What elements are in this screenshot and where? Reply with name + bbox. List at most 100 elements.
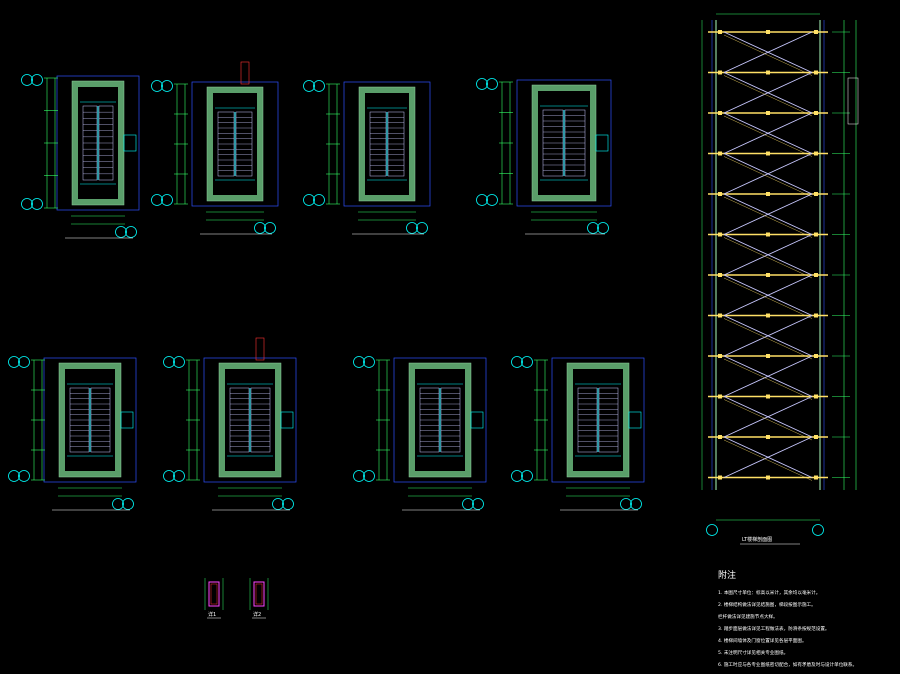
slab-node bbox=[766, 475, 770, 480]
detail-column bbox=[253, 581, 265, 607]
plan-wall bbox=[72, 81, 124, 205]
axis-bubble-right bbox=[597, 222, 609, 234]
axis-bubble-top bbox=[303, 80, 315, 92]
axis-bubble-bottom bbox=[353, 470, 365, 482]
axis-bubble-right bbox=[472, 498, 484, 510]
stair-flight-down bbox=[723, 31, 813, 73]
handrail bbox=[723, 237, 813, 279]
door-opening-mark bbox=[470, 411, 484, 429]
axis-bubble-top bbox=[363, 356, 375, 368]
slab-node bbox=[718, 232, 722, 237]
stair-flight-down bbox=[723, 193, 813, 235]
detail-rebar bbox=[210, 583, 218, 605]
plan-grid-frame bbox=[516, 79, 612, 207]
axis-bubble-right bbox=[630, 498, 642, 510]
door-opening-mark bbox=[595, 134, 609, 152]
slab-node bbox=[718, 111, 722, 115]
stair-flight-down bbox=[723, 153, 813, 195]
handrail bbox=[723, 75, 813, 117]
stair-plan-2 bbox=[151, 61, 279, 235]
axis-bubble-bottom bbox=[173, 470, 185, 482]
slab-node bbox=[718, 151, 722, 156]
plan-wall bbox=[409, 363, 471, 477]
slab-node bbox=[718, 273, 722, 277]
handrail bbox=[723, 439, 813, 481]
axis-bubble-right bbox=[254, 222, 266, 234]
axis-bubble-top bbox=[151, 80, 163, 92]
note-item: 5. 未注明尺寸详见相关专业图纸。 bbox=[718, 649, 788, 656]
axis-bubble-right bbox=[272, 498, 284, 510]
slab-node bbox=[766, 111, 770, 115]
axis-bubble-right bbox=[112, 498, 124, 510]
handrail bbox=[723, 156, 813, 198]
axis-bubble-right bbox=[264, 222, 276, 234]
axis-bubble-top bbox=[163, 356, 175, 368]
axis-bubble-right bbox=[282, 498, 294, 510]
stair-flight-down bbox=[723, 72, 813, 114]
axis-bubble-bottom bbox=[313, 194, 325, 206]
axis-bubble-right bbox=[587, 222, 599, 234]
slab-node bbox=[766, 394, 770, 399]
handrail bbox=[723, 115, 813, 157]
note-item: 3. 踏步面层做法详见工程做法表，防滑条按规范设置。 bbox=[718, 625, 830, 632]
slab-node bbox=[718, 354, 722, 358]
plan-wall bbox=[567, 363, 629, 477]
slab-node bbox=[766, 30, 770, 34]
plan-wall-edge bbox=[358, 86, 416, 202]
slab-node bbox=[718, 70, 722, 75]
slab-node bbox=[814, 475, 818, 480]
slab-node bbox=[814, 273, 818, 277]
door-opening-mark bbox=[120, 411, 134, 429]
section-axis-bubble-left bbox=[706, 524, 718, 536]
axis-bubble-bottom bbox=[21, 198, 33, 210]
axis-bubble-right bbox=[122, 498, 134, 510]
stair-plan-7 bbox=[353, 356, 487, 511]
handrail bbox=[723, 399, 813, 441]
handrail bbox=[723, 196, 813, 238]
axis-bubble-right bbox=[416, 222, 428, 234]
detail-2: 详2 bbox=[249, 578, 269, 619]
axis-bubble-bottom bbox=[163, 470, 175, 482]
notes-title: 附注 bbox=[718, 569, 736, 581]
stair-flight-down bbox=[723, 396, 813, 438]
note-item: 2. 楼梯结构做法详见结施图，梯段按图示施工。 bbox=[718, 601, 816, 608]
door-opening-mark bbox=[280, 411, 294, 429]
plan-grid-frame bbox=[343, 81, 431, 207]
slab-node bbox=[718, 30, 722, 34]
slab-node bbox=[766, 232, 770, 237]
slab-node bbox=[766, 435, 770, 439]
slab-node bbox=[766, 313, 770, 318]
axis-bubble-bottom bbox=[303, 194, 315, 206]
plan-wall bbox=[359, 87, 415, 201]
axis-bubble-top bbox=[313, 80, 325, 92]
stair-flight-down bbox=[723, 315, 813, 357]
slab-node bbox=[814, 30, 818, 34]
slab-node bbox=[814, 151, 818, 156]
axis-bubble-bottom bbox=[521, 470, 533, 482]
axis-bubble-right bbox=[406, 222, 418, 234]
stair-plans-group bbox=[8, 61, 645, 511]
stair-plan-8 bbox=[511, 356, 645, 511]
handrail bbox=[723, 34, 813, 76]
detail-column bbox=[208, 581, 220, 607]
axis-bubble-top bbox=[161, 80, 173, 92]
stair-plan-1 bbox=[21, 74, 140, 239]
slab-node bbox=[814, 313, 818, 318]
handrail bbox=[723, 358, 813, 400]
plan-grid-frame bbox=[191, 81, 279, 207]
axis-bubble-bottom bbox=[363, 470, 375, 482]
slab-node bbox=[718, 475, 722, 480]
annotation-tag bbox=[255, 337, 265, 361]
axis-bubble-top bbox=[31, 74, 43, 86]
slab-node bbox=[718, 192, 722, 196]
stair-section: LT楼梯剖面图 bbox=[701, 13, 859, 545]
axis-bubble-bottom bbox=[31, 198, 43, 210]
slab-node bbox=[766, 192, 770, 196]
axis-bubble-top bbox=[8, 356, 20, 368]
plan-wall bbox=[532, 85, 596, 201]
slab-node bbox=[814, 435, 818, 439]
door-opening-mark bbox=[123, 134, 137, 152]
stair-flight-down bbox=[723, 234, 813, 276]
slab-node bbox=[766, 151, 770, 156]
